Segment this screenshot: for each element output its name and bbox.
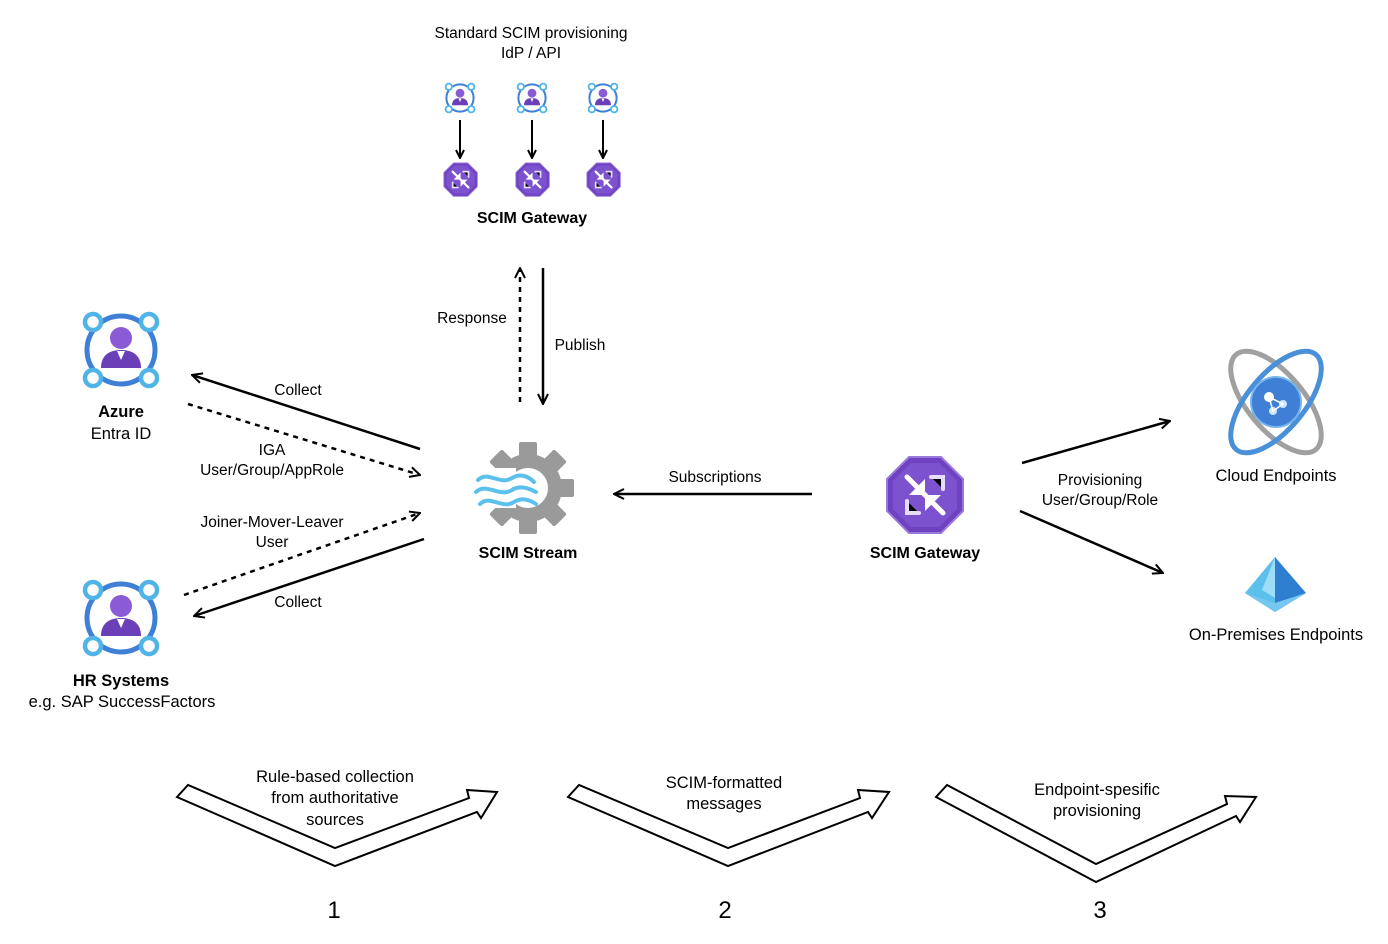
publish-label: Publish <box>554 337 606 354</box>
step-1-text-line3: sources <box>306 811 364 829</box>
top-idp-icon-2 <box>516 82 548 114</box>
response-label: Response <box>437 310 507 327</box>
step-2-text-line1: SCIM-formatted <box>665 774 783 792</box>
step-3-text-line1: Endpoint-spesific <box>1034 781 1160 799</box>
jml-label-line1: Joiner-Mover-Leaver <box>200 514 344 531</box>
step-2-chevron <box>566 783 891 868</box>
scim-stream-label: SCIM Stream <box>478 545 578 562</box>
top-gateway-icon-2 <box>514 161 551 198</box>
right-gateway-label: SCIM Gateway <box>869 545 981 562</box>
hr-systems-icon <box>85 582 157 654</box>
provision-cloud-arrow <box>1021 421 1170 465</box>
step-2-text-line2: messages <box>686 795 762 813</box>
iga-arrow <box>187 402 420 475</box>
top-heading-line2: IdP / API <box>500 45 562 62</box>
step-1-number: 1 <box>327 897 341 924</box>
azure-entra-id-icon <box>85 314 157 386</box>
top-gateway-icon-3 <box>585 161 622 198</box>
provision-onprem-arrow <box>1019 509 1163 573</box>
provisioning-label-line1: Provisioning <box>1057 472 1143 489</box>
subscriptions-label: Subscriptions <box>668 469 762 486</box>
step-2-number: 2 <box>718 897 732 924</box>
step-3-text-line2: provisioning <box>1052 802 1142 820</box>
cloud-endpoint-icon <box>1228 348 1324 456</box>
cloud-endpoints-label: Cloud Endpoints <box>1215 467 1337 485</box>
top-gateway-icon-1 <box>442 161 479 198</box>
azure-subtitle: Entra ID <box>90 425 152 443</box>
step-1-chevron <box>175 783 499 868</box>
step-3-chevron <box>934 783 1258 884</box>
iga-label-line1: IGA <box>258 442 286 459</box>
hr-systems-subtitle: e.g. SAP SuccessFactors <box>28 693 216 711</box>
right-scim-gateway-icon <box>887 457 963 533</box>
top-gateway-label: SCIM Gateway <box>476 210 588 227</box>
top-idp-icon-1 <box>444 82 476 114</box>
collect-top-label: Collect <box>274 382 322 399</box>
step-1-text-line2: from authoritative <box>271 789 399 807</box>
azure-title: Azure <box>98 403 144 421</box>
collect-top-arrow <box>192 375 421 451</box>
on-premises-pyramid-icon <box>1245 557 1306 612</box>
jml-label-line2: User <box>255 534 289 551</box>
step-3-number: 3 <box>1093 897 1107 924</box>
top-heading-line1: Standard SCIM provisioning <box>434 25 628 42</box>
collect-bottom-label: Collect <box>274 594 322 611</box>
hr-systems-title: HR Systems <box>72 672 170 690</box>
scim-stream-gear-icon <box>474 442 574 534</box>
iga-label-line2: User/Group/AppRole <box>200 462 344 479</box>
provisioning-label-line2: User/Group/Role <box>1041 492 1159 509</box>
jml-arrow <box>183 513 420 597</box>
step-1-text-line1: Rule-based collection <box>256 768 414 786</box>
top-idp-icon-3 <box>587 82 619 114</box>
on-premises-endpoints-label: On-Premises Endpoints <box>1188 626 1364 644</box>
collect-bottom-arrow <box>194 537 425 616</box>
